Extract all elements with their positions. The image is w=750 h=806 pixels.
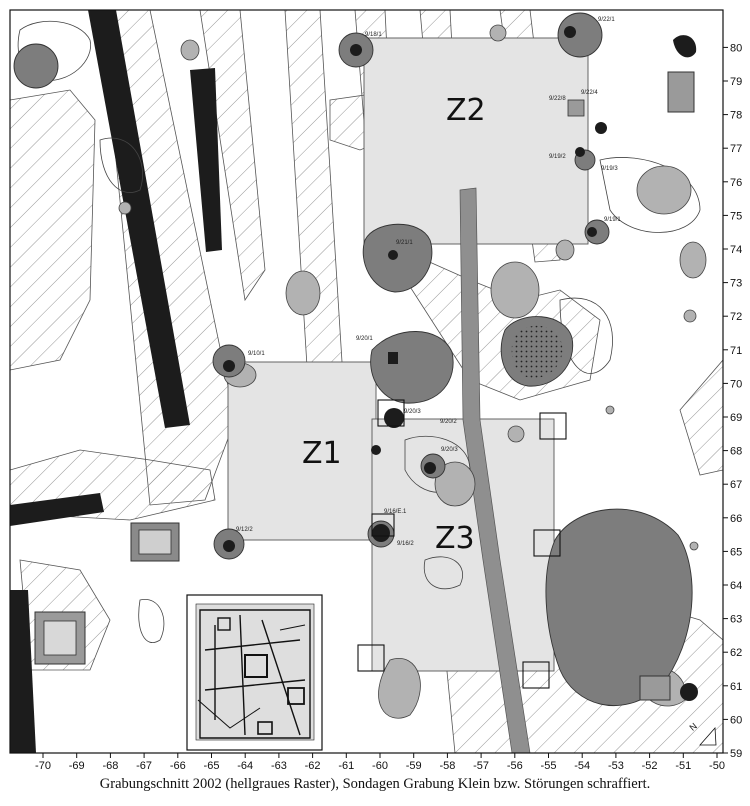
x-tick-label: -57	[473, 760, 489, 772]
x-tick-label: -51	[675, 760, 691, 772]
zone-label-z1: Z1	[302, 436, 342, 471]
excavation-zones	[227, 37, 589, 672]
feature-label: 9/20/3	[441, 447, 458, 453]
y-tick-label: 68	[730, 446, 742, 458]
y-tick-label: 76	[730, 177, 742, 189]
y-tick-label: 69	[730, 412, 742, 424]
x-tick-label: -53	[608, 760, 624, 772]
figure-caption: Grabungschnitt 2002 (hellgraues Raster),…	[99, 776, 651, 792]
y-tick-label: 60	[730, 714, 742, 726]
y-tick-label: 59	[730, 748, 742, 760]
y-tick-label: 74	[730, 244, 742, 256]
feature-label-layer: 9/18/1 9/22/1 9/22/8 9/22/4 9/19/2 9/19/…	[236, 17, 621, 547]
x-tick-label: -61	[338, 760, 354, 772]
north-arrow: N	[687, 721, 717, 746]
feature-label: 9/12/2	[236, 527, 253, 533]
trench-vertical-left	[10, 590, 36, 753]
stipple-fill	[511, 325, 563, 379]
trench-horizontal-left	[10, 493, 104, 526]
zone-label-z2: Z2	[446, 93, 486, 128]
hatch-northwest	[10, 89, 96, 371]
y-tick-label: 71	[730, 345, 742, 357]
x-tick-label: -59	[406, 760, 422, 772]
dark-trenches	[10, 10, 222, 753]
x-tick-label: -60	[372, 760, 388, 772]
x-tick-label: -52	[642, 760, 658, 772]
y-axis-ticks: 59 60 61 62 63 64 65 66 67 68 69 70 71 72 73 74 75 76 77 78…	[723, 42, 742, 760]
y-tick-label: 63	[730, 614, 742, 626]
sondage-markers	[357, 399, 567, 689]
y-tick-label: 62	[730, 647, 742, 659]
feature-label: 9/19/2	[549, 154, 566, 160]
x-tick-label: -66	[170, 760, 186, 772]
pit-9-20-1	[370, 331, 454, 404]
zone-z3	[371, 418, 555, 672]
x-tick-label: -65	[204, 760, 220, 772]
feature-label: 9/22/4	[581, 90, 598, 96]
feature-label: 9/16/E.1	[384, 509, 407, 515]
x-tick-label: -68	[102, 760, 118, 772]
x-tick-label: -50	[709, 760, 725, 772]
y-tick-label: 65	[730, 546, 742, 558]
feature-label: 9/19/3	[601, 166, 618, 172]
feature-label: 9/16/2	[397, 541, 414, 547]
x-axis-ticks: -70 -69 -68 -67 -66 -65 -64 -63 -62 -61 -60 -59 -58 -…	[35, 753, 725, 772]
y-tick-label: 66	[730, 513, 742, 525]
y-tick-label: 78	[730, 110, 742, 122]
feature-label: 9/20/3	[404, 409, 421, 415]
x-tick-label: -58	[439, 760, 455, 772]
y-tick-label: 67	[730, 479, 742, 491]
feature-label: 9/20/2	[440, 419, 457, 425]
x-tick-label: -69	[69, 760, 85, 772]
y-tick-label: 72	[730, 311, 742, 323]
x-tick-label: -56	[507, 760, 523, 772]
x-tick-label: -63	[271, 760, 287, 772]
y-tick-label: 70	[730, 378, 742, 390]
map-frame	[9, 9, 724, 754]
y-tick-label: 73	[730, 278, 742, 290]
x-tick-label: -54	[574, 760, 590, 772]
north-arrow-label: N	[687, 721, 698, 733]
feature-label: 9/22/8	[549, 96, 566, 102]
x-tick-label: -70	[35, 760, 51, 772]
y-tick-label: 75	[730, 210, 742, 222]
y-tick-label: 77	[730, 143, 742, 155]
feature-label: 9/22/1	[598, 17, 615, 23]
x-tick-label: -67	[136, 760, 152, 772]
y-tick-label: 80	[730, 42, 742, 54]
hatch-strip-mid	[199, 10, 266, 302]
inset-overview-map	[186, 594, 323, 751]
feature-label: 9/20/1	[356, 336, 373, 342]
dark-postholes	[223, 26, 698, 701]
x-tick-label: -62	[305, 760, 321, 772]
pit-9-21-1	[362, 223, 433, 293]
feature-label: 9/18/1	[365, 32, 382, 38]
hatch-strip-a	[284, 10, 346, 416]
feature-label: 9/19/1	[604, 217, 621, 223]
y-tick-label: 79	[730, 76, 742, 88]
hatch-east	[679, 359, 723, 476]
feature-label: 9/21/1	[396, 240, 413, 246]
trench-long-diagonal	[88, 10, 190, 428]
square-structures	[34, 71, 695, 701]
y-tick-label: 64	[730, 580, 742, 592]
y-tick-label: 61	[730, 681, 742, 693]
feature-label: 9/10/1	[248, 351, 265, 357]
x-tick-label: -55	[541, 760, 557, 772]
trench-short-diagonal	[190, 68, 222, 252]
zone-label-z3: Z3	[435, 521, 475, 556]
x-tick-label: -64	[237, 760, 253, 772]
